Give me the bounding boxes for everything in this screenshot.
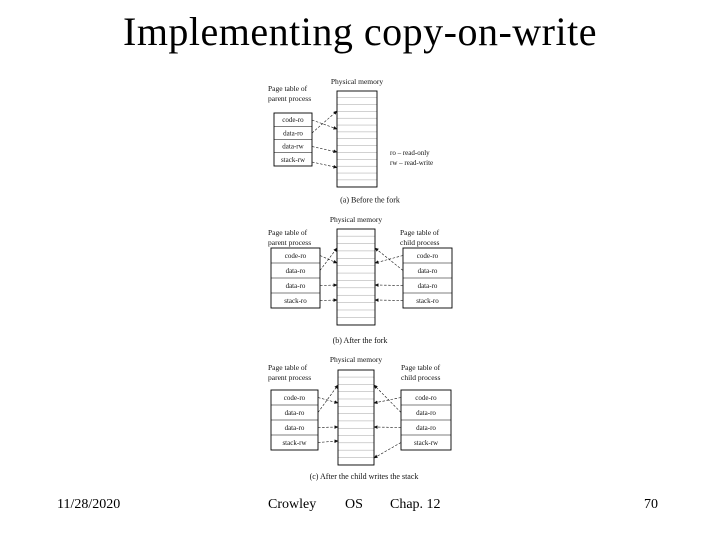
physical-memory-label: Physical memory (331, 77, 384, 86)
mapping-arrows (311, 110, 338, 169)
footer-author: Crowley (268, 497, 317, 512)
mapping-arrows (317, 384, 402, 459)
parent-table-title: Page table of parent process (268, 363, 311, 382)
child-page-table: code-ro data-ro data-ro stack-ro (402, 247, 453, 309)
parent-page-table: code-ro data-ro data-rw stack-rw (273, 112, 313, 167)
physical-memory-column (336, 228, 376, 326)
child-table-title: Page table of child process (400, 228, 440, 247)
footer-page-number: 70 (644, 497, 658, 512)
page-table-entry: data-ro (285, 424, 305, 432)
page-table-entry: data-ro (286, 282, 306, 290)
child-page-table: code-ro data-ro data-ro stack-rw (400, 389, 452, 451)
legend-read-only: ro – read-only (390, 149, 430, 157)
parent-table-title-line1: Page table of (268, 84, 308, 93)
parent-table-title-line2: parent process (268, 238, 311, 247)
mapping-arrows (319, 247, 404, 302)
page-table-entry: stack-ro (416, 297, 439, 305)
physical-memory-column (336, 90, 378, 188)
page-table-entry: data-ro (418, 282, 438, 290)
page-table-entry: data-ro (418, 267, 438, 275)
page-table-entry: data-ro (285, 409, 305, 417)
footer-course: OS (345, 497, 363, 512)
parent-table-title: Page table of parent process (268, 228, 311, 247)
parent-page-table: code-ro data-ro data-ro stack-ro (270, 247, 321, 309)
page-table-entry: code-ro (417, 252, 439, 260)
page-table-entry: stack-rw (414, 439, 439, 447)
page-table-entry: data-ro (286, 267, 306, 275)
physical-memory-label: Physical memory (330, 355, 383, 364)
parent-table-title-line2: parent process (268, 94, 311, 103)
physical-memory-label: Physical memory (330, 215, 383, 224)
child-table-title-line1: Page table of (401, 363, 441, 372)
parent-table-title-line1: Page table of (268, 228, 308, 237)
page-table-entry: data-ro (283, 130, 303, 138)
child-table-title-line2: child process (400, 238, 439, 247)
figure-after-child-writes-stack: Physical memory Page table of parent pro… (268, 355, 452, 481)
child-table-title: Page table of child process (401, 363, 441, 382)
footer-date: 11/28/2020 (57, 497, 121, 512)
page-table-entry: code-ro (285, 252, 307, 260)
figure-after-fork: Physical memory Page table of parent pro… (268, 215, 453, 345)
parent-table-title-line1: Page table of (268, 363, 308, 372)
page-table-entry: code-ro (284, 394, 306, 402)
figure-before-fork: Physical memory Page table of parent pro… (268, 77, 433, 205)
page-table-entry: data-rw (282, 143, 304, 151)
page-table-entry: code-ro (282, 116, 304, 124)
child-table-title-line2: child process (401, 373, 440, 382)
parent-table-title-line2: parent process (268, 373, 311, 382)
footer-chapter: Chap. 12 (390, 497, 441, 512)
figure-caption: (c) After the child writes the stack (310, 472, 419, 481)
page-table-entry: code-ro (415, 394, 437, 402)
figure-caption: (a) Before the fork (340, 196, 400, 205)
legend: ro – read-only rw – read-write (390, 149, 433, 167)
physical-memory-column (337, 369, 375, 466)
parent-table-title: Page table of parent process (268, 84, 311, 103)
legend-read-write: rw – read-write (390, 159, 433, 167)
page-table-entry: stack-rw (282, 439, 307, 447)
page-table-entry: stack-ro (284, 297, 307, 305)
page-table-entry: stack-rw (281, 156, 306, 164)
parent-page-table: code-ro data-ro data-ro stack-rw (270, 389, 319, 451)
figure-caption: (b) After the fork (333, 336, 388, 345)
page-table-entry: data-ro (416, 409, 436, 417)
slide-title: Implementing copy-on-write (123, 9, 597, 54)
page-table-entry: data-ro (416, 424, 436, 432)
child-table-title-line1: Page table of (400, 228, 440, 237)
